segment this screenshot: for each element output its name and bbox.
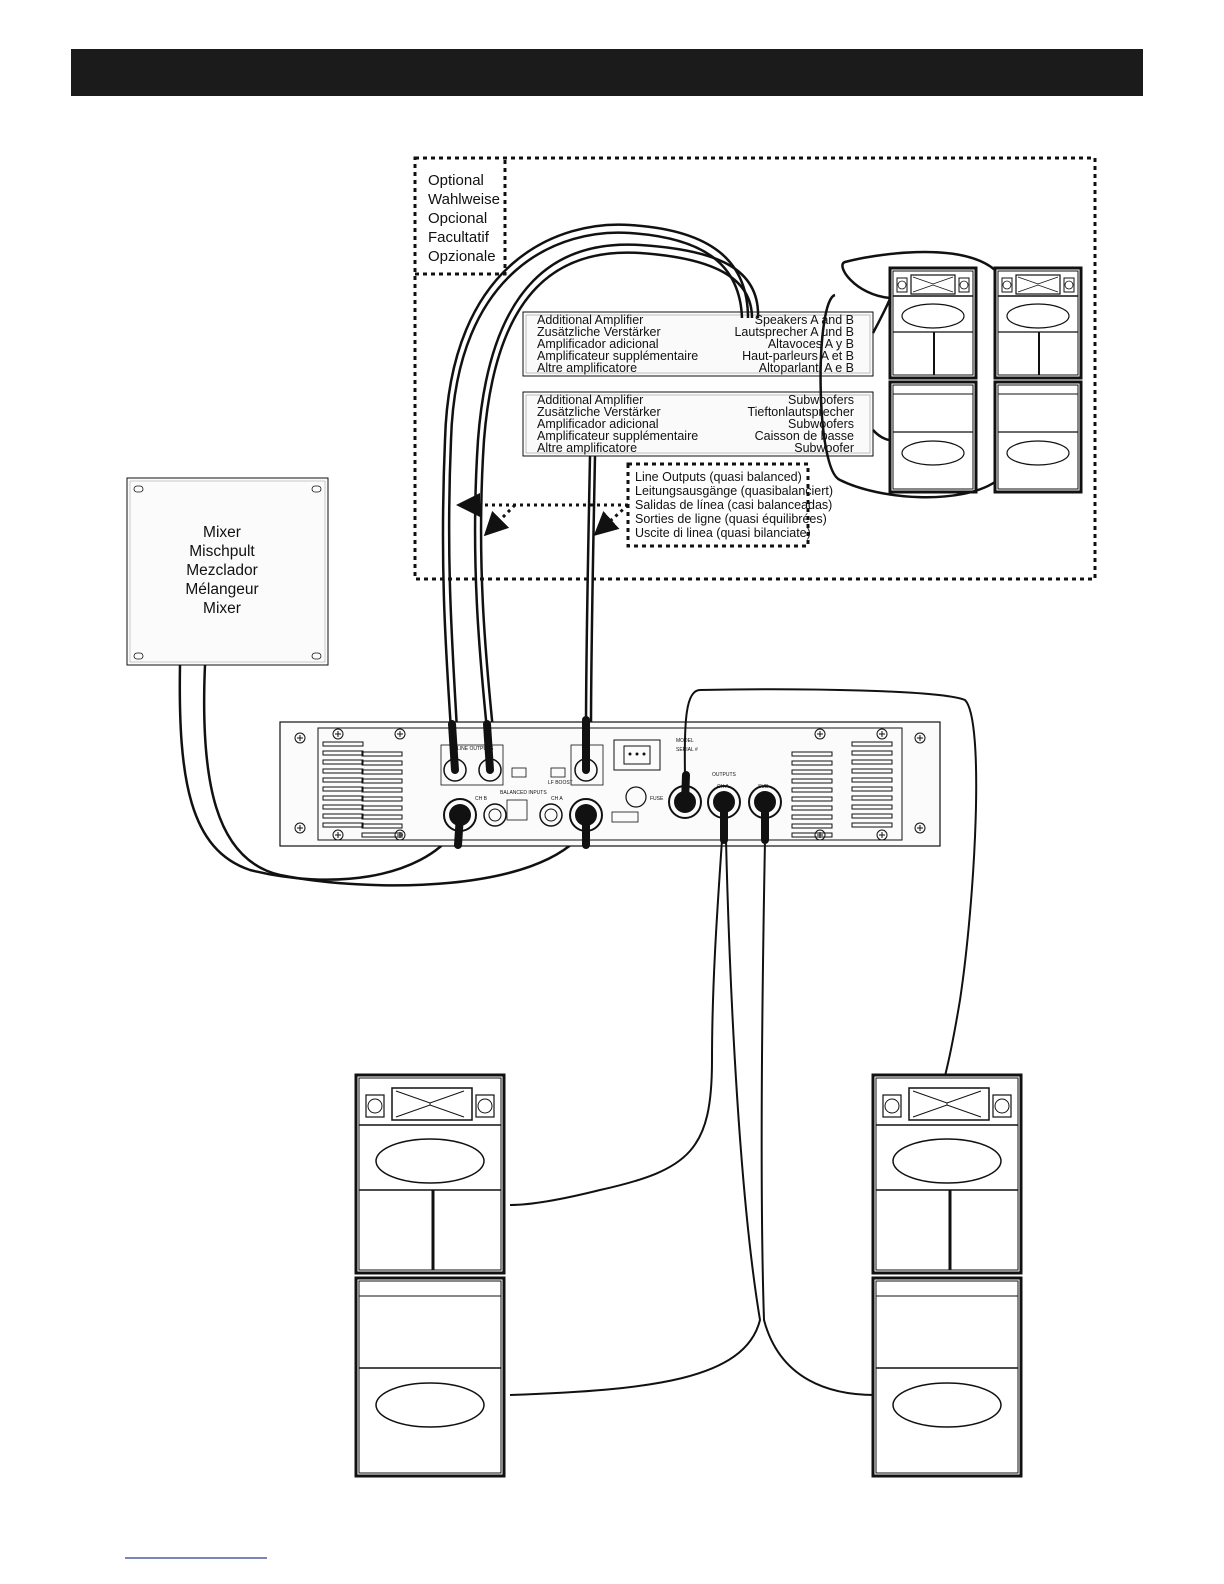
- amp-bottom-left-line: Additional Amplifier: [537, 393, 643, 407]
- main-speakers: [354, 1073, 1023, 1478]
- amp-serial-label: SERIAL #: [676, 747, 698, 753]
- optional-label-line: Opzionale: [428, 248, 496, 265]
- mixer-label-line: Mezclador: [186, 562, 258, 579]
- optional-subwoofer-a: [888, 380, 978, 494]
- amp-top-left-line: Zusätzliche Verstärker: [537, 325, 661, 339]
- line-outputs-pointers: [456, 493, 630, 537]
- additional-amplifier-top: Additional Amplifier Zusätzliche Verstär…: [522, 311, 874, 377]
- optional-label-line: Facultatif: [428, 229, 490, 246]
- amp-top-left-line: Amplificateur supplémentaire: [537, 349, 698, 363]
- optional-speaker-a: [888, 266, 978, 380]
- optional-speakers: [888, 266, 1083, 494]
- amp-outputs-label: OUTPUTS: [712, 772, 737, 778]
- mixer-label-line: Mischpult: [189, 543, 255, 560]
- line-output-cables: [441, 223, 760, 731]
- optional-subwoofer-b: [993, 380, 1083, 494]
- mixer-label-line: Mélangeur: [185, 581, 258, 598]
- optional-label-line: Wahlweise: [428, 191, 500, 208]
- optional-label-line: Optional: [428, 172, 484, 189]
- amp-top-left-line: Altre amplificatore: [537, 361, 637, 375]
- main-subwoofer-right: [871, 1276, 1023, 1478]
- power-amplifier: LINE OUTPUTS LF BOOST FUSE MODEL SERIAL …: [279, 721, 941, 847]
- amp-balanced-inputs-label: BALANCED INPUTS: [500, 790, 547, 796]
- optional-label-box: [415, 158, 507, 276]
- optional-region: [413, 156, 1097, 581]
- amp-bottom-right-line: Tieftonlautsprecher: [747, 405, 854, 419]
- optional-label: Optional Wahlweise Opcional Facultatif O…: [428, 172, 500, 265]
- amp-top-right-line: Altavoces A y B: [768, 337, 854, 351]
- amp-top-left-line: Additional Amplifier: [537, 313, 643, 327]
- mixer-label-line: Mixer: [203, 600, 241, 617]
- line-outputs-label: Line Outputs (quasi balanced) Leitungsau…: [635, 470, 833, 540]
- line-outputs-line: Sorties de ligne (quasi équilibrées): [635, 512, 827, 526]
- line-outputs-line: Line Outputs (quasi balanced): [635, 470, 802, 484]
- header-bar: [71, 49, 1143, 96]
- amp-fuse-label: FUSE: [650, 796, 664, 802]
- amp-top-right-line: Altoparlanti A e B: [759, 361, 854, 375]
- amp-line-outputs-label: LINE OUTPUTS: [457, 746, 494, 752]
- mixer-input-cables: [178, 664, 587, 887]
- main-subwoofer-left: [354, 1276, 506, 1478]
- amp-ch-b-label: CH B: [475, 796, 488, 802]
- optional-speaker-b: [993, 266, 1083, 380]
- amp-top-left-line: Amplificador adicional: [537, 337, 659, 351]
- optional-label-line: Opcional: [428, 210, 487, 227]
- amp-top-right-line: Haut-parleurs A et B: [742, 349, 854, 363]
- speaker-output-cables: [509, 688, 978, 1396]
- line-outputs-line: Uscite di linea (quasi bilanciate): [635, 526, 811, 540]
- amp-bottom-left-line: Zusätzliche Verstärker: [537, 405, 661, 419]
- amp-top-right-line: Speakers A and B: [755, 313, 854, 327]
- amp-bottom-right-line: Caisson de basse: [755, 429, 854, 443]
- main-speaker-right: [871, 1073, 1023, 1275]
- main-speaker-left: [354, 1073, 506, 1275]
- mixer: Mixer Mischpult Mezclador Mélangeur Mixe…: [126, 477, 329, 666]
- amp-bottom-left-line: Altre amplificatore: [537, 441, 637, 455]
- optional-speaker-cables: [819, 250, 996, 499]
- cable-plugs: [448, 716, 769, 849]
- amp-bottom-right-line: Subwoofers: [788, 417, 854, 431]
- amp-bottom-right-line: Subwoofer: [794, 441, 854, 455]
- amp-lf-boost-label: LF BOOST: [548, 780, 573, 786]
- amp-ch-a-label: CH A: [551, 796, 563, 802]
- line-outputs-line: Salidas de línea (casi balanceadas): [635, 498, 832, 512]
- amp-bottom-left-line: Amplificateur supplémentaire: [537, 429, 698, 443]
- amp-bottom-left-line: Amplificador adicional: [537, 417, 659, 431]
- line-outputs-line: Leitungsausgänge (quasibalanciert): [635, 484, 833, 498]
- mixer-label-line: Mixer: [203, 524, 241, 541]
